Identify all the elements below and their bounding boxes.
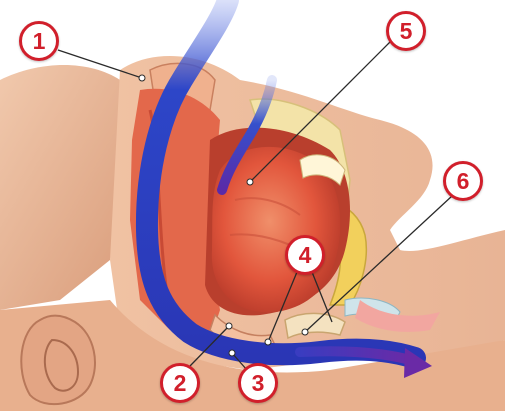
callout-4: 4 [285,235,325,275]
callout-1: 1 [19,21,59,61]
ear [21,316,95,404]
callout-5: 5 [386,11,426,51]
callout-2: 2 [160,363,200,403]
callout-3: 3 [238,363,278,403]
callout-6: 6 [443,161,483,201]
